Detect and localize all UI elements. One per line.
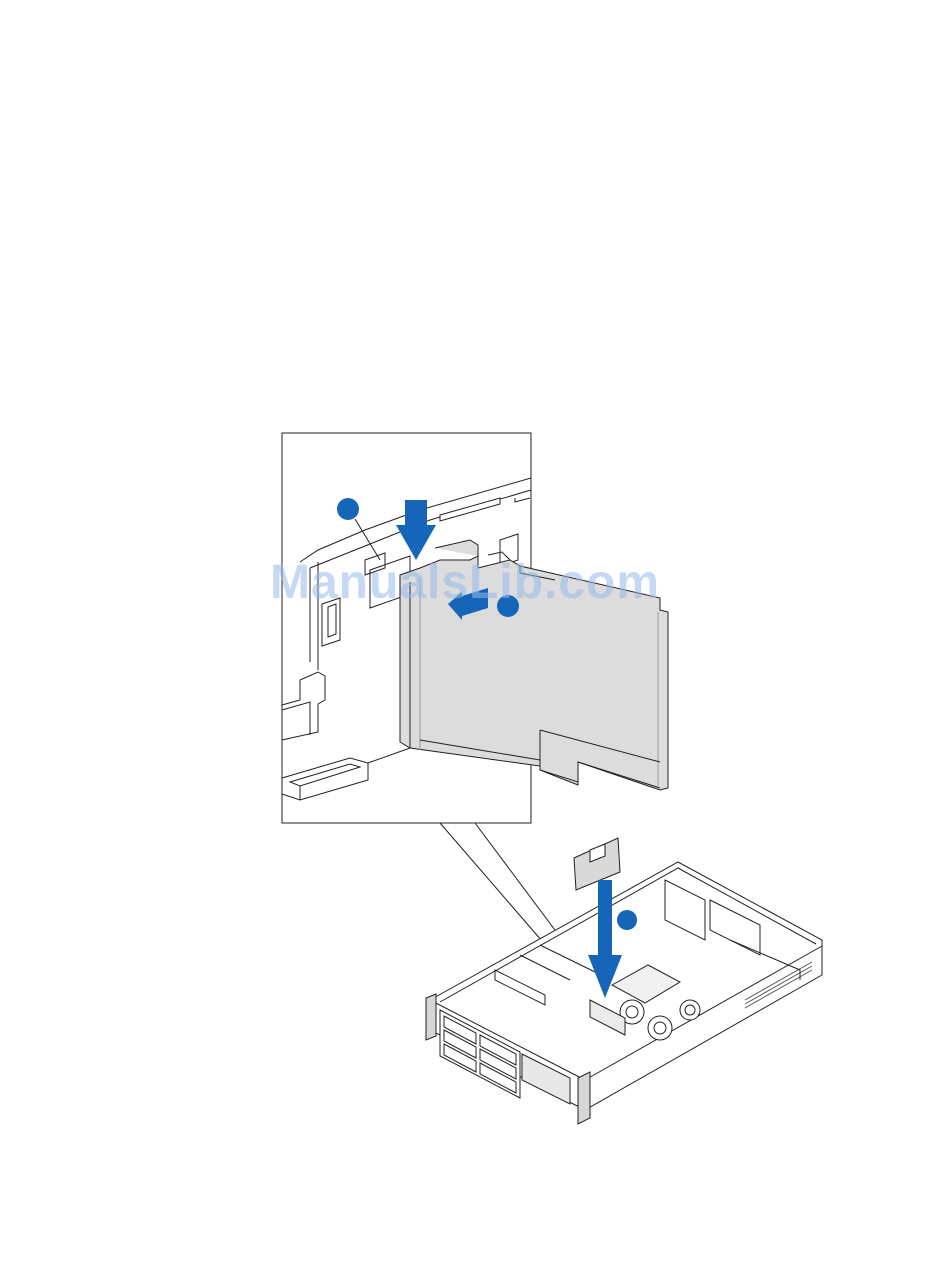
floating-card bbox=[574, 838, 620, 890]
callout-a bbox=[337, 498, 359, 520]
left-rack-handle bbox=[426, 994, 436, 1040]
server-chassis bbox=[426, 862, 822, 1124]
detail-inset bbox=[282, 433, 668, 823]
callout-c bbox=[617, 910, 637, 930]
callout-b bbox=[497, 595, 519, 617]
raid-card bbox=[400, 540, 668, 790]
right-rack-handle bbox=[578, 1072, 590, 1124]
